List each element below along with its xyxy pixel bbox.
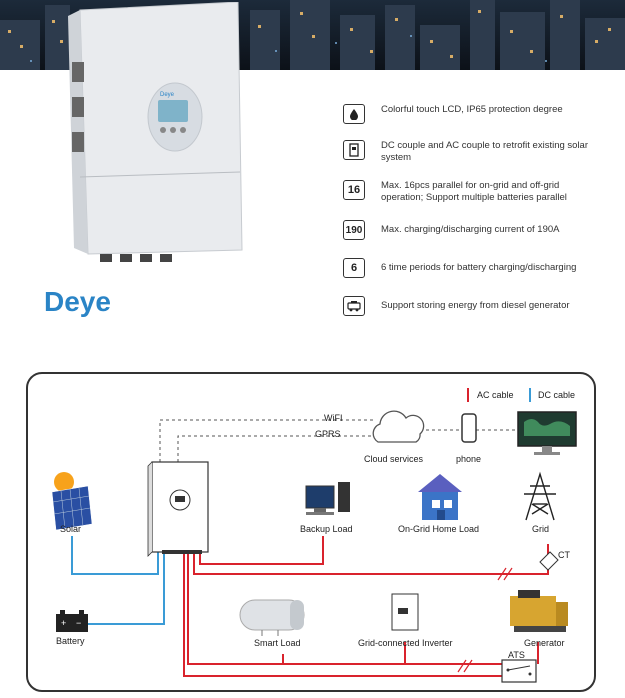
label-wifi: WiFI (324, 413, 343, 423)
svg-text:Deye: Deye (160, 92, 175, 98)
feature-text: Colorful touch LCD, IP65 protection degr… (381, 104, 563, 115)
label-on-grid-home-load: On-Grid Home Load (398, 524, 480, 534)
generator-icon (343, 296, 365, 316)
feature-text: Max. charging/discharging current of 190… (381, 224, 560, 235)
feature-item: Support storing energy from diesel gener… (343, 296, 623, 316)
label-battery: Battery (56, 636, 85, 646)
legend-ac-cable: AC cable (477, 390, 514, 400)
power-tower-icon (524, 471, 556, 521)
feature-text: Support storing energy from diesel gener… (381, 300, 570, 311)
svg-text:+: + (61, 618, 66, 628)
label-smart-load: Smart Load (254, 638, 301, 648)
feature-item: 16 Max. 16pcs parallel for on-grid and o… (343, 180, 623, 204)
feature-badge: 16 (343, 180, 365, 200)
battery-icon: + − (56, 610, 88, 632)
solar-icon (51, 472, 93, 531)
city-banner (0, 0, 625, 70)
label-ct: CT (558, 550, 570, 560)
feature-item: DC couple and AC couple to retrofit exis… (343, 140, 623, 164)
feature-item: 6 6 time periods for battery charging/di… (343, 258, 623, 278)
system-diagram: + − AC cable DC cable WiFI GPRS (26, 372, 596, 692)
battery-icon (343, 140, 365, 160)
svg-text:−: − (76, 618, 81, 628)
label-ats: ATS (508, 650, 525, 660)
label-grid-connected-inverter: Grid-connected Inverter (358, 638, 453, 648)
label-gprs: GPRS (315, 429, 341, 439)
cloud-icon (372, 410, 425, 443)
inverter-product-image: Deye (60, 1, 250, 267)
feature-badge: 6 (343, 258, 365, 278)
legend-dc-cable: DC cable (538, 390, 576, 400)
feature-text: Max. 16pcs parallel for on-grid and off-… (381, 180, 567, 203)
grid-inverter-icon (391, 593, 419, 631)
feature-text: DC couple and AC couple to retrofit exis… (381, 140, 588, 163)
label-grid: Grid (532, 524, 550, 534)
label-solar: Solar (60, 524, 82, 534)
feature-item: 190 Max. charging/discharging current of… (343, 220, 623, 240)
label-phone: phone (456, 454, 482, 464)
ct-sensor-icon (539, 551, 559, 571)
inverter-icon (147, 461, 209, 557)
water-drop-icon (343, 104, 365, 124)
label-generator: Generator (524, 638, 565, 648)
generator-icon (510, 590, 568, 632)
water-heater-icon (239, 599, 305, 636)
label-backup-load: Backup Load (300, 524, 353, 534)
feature-text: 6 time periods for battery charging/disc… (381, 262, 577, 273)
phone-icon (461, 413, 477, 443)
home-icon (418, 474, 462, 520)
feature-badge: 190 (343, 220, 365, 240)
label-cloud-services: Cloud services (364, 454, 424, 464)
computer-icon (305, 482, 350, 515)
brand-logo: Deye (44, 286, 111, 317)
monitor-icon (517, 411, 577, 455)
ats-switch-icon (501, 659, 537, 683)
feature-item: Colorful touch LCD, IP65 protection degr… (343, 104, 623, 124)
